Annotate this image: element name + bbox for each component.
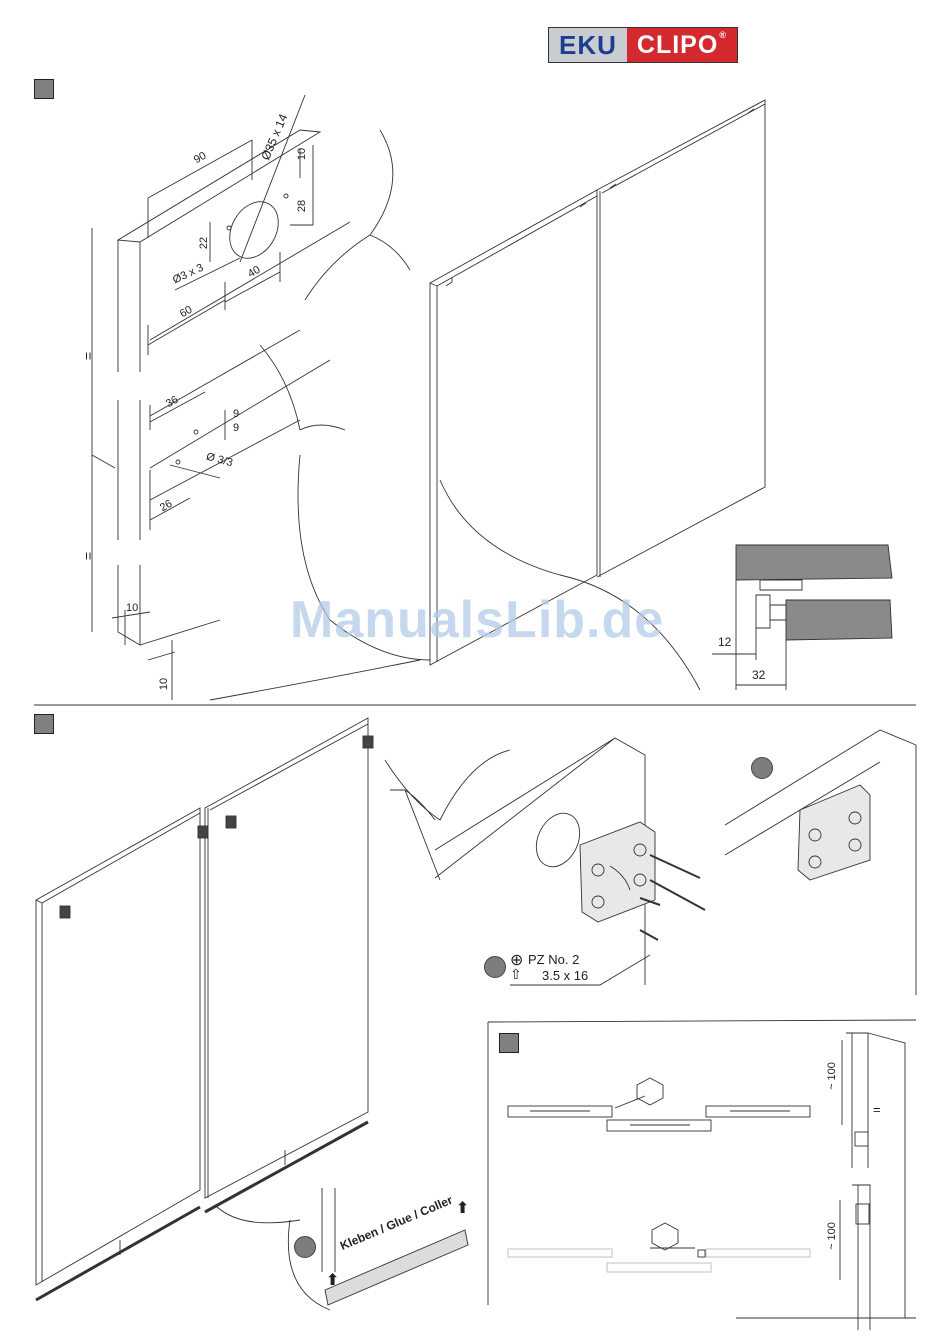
step-badge-glue [294, 1236, 316, 1258]
dim-approx-100-top: ~ 100 [826, 1062, 838, 1090]
dim-approx-100-bottom: ~ 100 [826, 1222, 838, 1250]
dim-equal-gap: = [873, 1102, 881, 1117]
screw-drive-label: PZ No. 2 [528, 952, 579, 967]
step-badge-screw [484, 956, 506, 978]
up-arrow-icon-left: ⬆ [326, 1270, 339, 1290]
screw-size-label: 3.5 x 16 [542, 968, 588, 983]
step-badge-mounted [751, 757, 773, 779]
up-arrow-icon-right: ⬆ [456, 1198, 469, 1218]
screw-head-icon: ⇧ [510, 966, 522, 983]
